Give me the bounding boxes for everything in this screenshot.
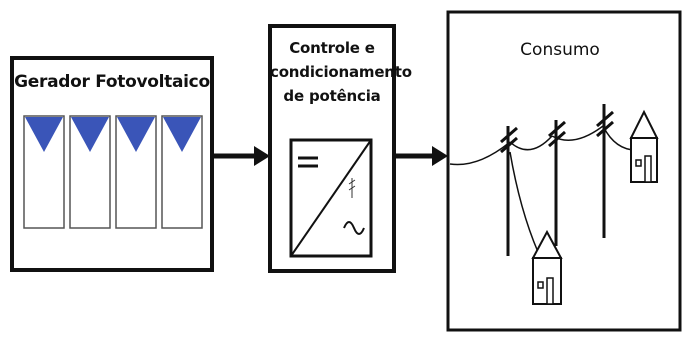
- utility-pole-1: [500, 126, 518, 256]
- arrow-generator-to-controller: [214, 146, 270, 166]
- solar-panel-3: [115, 115, 157, 229]
- controller-label: Controle e condicionamento de potência: [270, 39, 412, 105]
- utility-pole-icon: [500, 104, 614, 256]
- solar-panel-4: [161, 115, 203, 229]
- solar-panel-1: [23, 115, 65, 229]
- arrow-controller-to-consumption: [396, 146, 448, 166]
- generator-label: Gerador Fotovoltaico: [14, 72, 210, 92]
- solar-panel-icon: [23, 115, 203, 229]
- dc-ac-inverter-icon: [289, 138, 373, 258]
- utility-pole-3: [596, 104, 614, 238]
- consumption-label: Consumo: [520, 40, 600, 60]
- solar-panel-2: [69, 115, 111, 229]
- house-icon-2: [531, 229, 563, 305]
- utility-pole-2: [548, 120, 566, 246]
- house-icon: [629, 109, 659, 183]
